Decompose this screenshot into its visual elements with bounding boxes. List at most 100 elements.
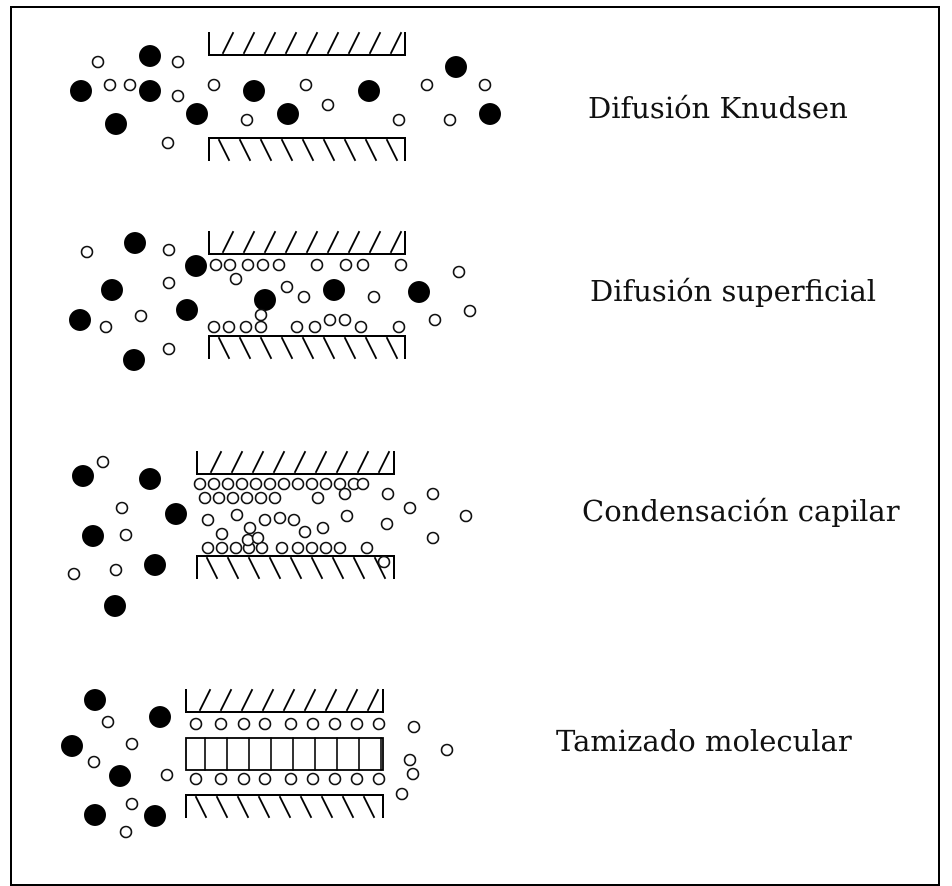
pore-wall-hatch xyxy=(310,556,324,580)
pore-wall-hatch xyxy=(322,138,336,162)
small-molecule-icon xyxy=(91,55,105,69)
small-molecule-icon xyxy=(420,78,434,92)
small-molecule-icon xyxy=(380,517,394,531)
small-molecule-icon xyxy=(291,477,305,491)
pore-wall-hatch xyxy=(221,31,235,55)
small-molecule-icon xyxy=(403,753,417,767)
small-molecule-icon xyxy=(115,501,129,515)
small-molecule-icon xyxy=(338,313,352,327)
small-molecule-icon xyxy=(299,78,313,92)
small-molecule-icon xyxy=(338,487,352,501)
small-molecule-icon xyxy=(284,717,298,731)
small-molecule-icon xyxy=(125,737,139,751)
pore-wall-hatch xyxy=(345,688,359,712)
large-molecule-icon xyxy=(82,525,104,547)
small-molecule-icon xyxy=(356,258,370,272)
label-condensacion-capilar: Condensación capilar xyxy=(582,494,900,528)
pore-wall-hatch xyxy=(268,556,282,580)
small-molecule-icon xyxy=(306,717,320,731)
pore-wall-hatch xyxy=(326,31,340,55)
small-molecule-icon xyxy=(237,772,251,786)
small-molecule-icon xyxy=(254,320,268,334)
pore-wall-hatch xyxy=(198,688,212,712)
pore-wall-hatch xyxy=(280,336,294,360)
small-molecule-icon xyxy=(119,528,133,542)
small-molecule-icon xyxy=(280,280,294,294)
small-molecule-icon xyxy=(381,487,395,501)
small-molecule-icon xyxy=(328,772,342,786)
small-molecule-icon xyxy=(339,258,353,272)
small-molecule-icon xyxy=(459,509,473,523)
small-molecule-icon xyxy=(215,541,229,555)
small-molecule-icon xyxy=(350,772,364,786)
pore-wall-hatch xyxy=(280,138,294,162)
small-molecule-icon xyxy=(189,717,203,731)
small-molecule-icon xyxy=(87,755,101,769)
small-molecule-icon xyxy=(123,78,137,92)
pore-wall-hatch xyxy=(322,336,336,360)
small-molecule-icon xyxy=(241,258,255,272)
small-molecule-icon xyxy=(201,513,215,527)
small-molecule-icon xyxy=(171,89,185,103)
pore-wall-hatch xyxy=(301,336,315,360)
pore-wall-hatch xyxy=(373,556,387,580)
large-molecule-icon xyxy=(254,289,276,311)
small-molecule-icon xyxy=(125,797,139,811)
pore-wall-hatch xyxy=(356,450,370,474)
pore-wall-hatch xyxy=(205,556,219,580)
small-molecule-icon xyxy=(240,113,254,127)
small-molecule-icon xyxy=(305,541,319,555)
large-molecule-icon xyxy=(186,103,208,125)
large-molecule-icon xyxy=(176,299,198,321)
pore-wall-hatch xyxy=(251,450,265,474)
small-molecule-icon xyxy=(394,258,408,272)
small-molecule-icon xyxy=(198,491,212,505)
small-molecule-icon xyxy=(478,78,492,92)
small-molecule-icon xyxy=(319,541,333,555)
pore-wall-hatch xyxy=(263,230,277,254)
pore-wall-hatch xyxy=(261,688,275,712)
pore-wall-hatch xyxy=(230,450,244,474)
small-molecule-icon xyxy=(272,258,286,272)
small-molecule-icon xyxy=(229,541,243,555)
large-molecule-icon xyxy=(61,735,83,757)
small-molecule-icon xyxy=(229,272,243,286)
small-molecule-icon xyxy=(310,258,324,272)
pore-wall-hatch xyxy=(347,230,361,254)
panel-superficial xyxy=(69,230,477,371)
small-molecule-icon xyxy=(290,320,304,334)
large-molecule-icon xyxy=(104,595,126,617)
small-molecule-icon xyxy=(354,320,368,334)
pore-wall-hatch xyxy=(320,795,334,819)
large-molecule-icon xyxy=(323,279,345,301)
small-molecule-icon xyxy=(101,715,115,729)
large-molecule-icon xyxy=(101,279,123,301)
pore-wall-hatch xyxy=(242,31,256,55)
pore-wall-hatch xyxy=(217,336,231,360)
pore-wall-hatch xyxy=(219,688,233,712)
large-molecule-icon xyxy=(358,80,380,102)
pore-wall-hatch xyxy=(242,230,256,254)
pore-wall-hatch xyxy=(282,688,296,712)
large-molecule-icon xyxy=(84,804,106,826)
large-molecule-icon xyxy=(144,554,166,576)
large-molecule-icon xyxy=(139,45,161,67)
small-molecule-icon xyxy=(119,825,133,839)
pore-wall-hatch xyxy=(221,230,235,254)
large-molecule-icon xyxy=(139,80,161,102)
pore-wall-hatch xyxy=(389,31,403,55)
small-molecule-icon xyxy=(287,513,301,527)
small-molecule-icon xyxy=(258,717,272,731)
small-molecule-icon xyxy=(350,717,364,731)
small-molecule-icon xyxy=(212,491,226,505)
large-molecule-icon xyxy=(243,80,265,102)
pore-wall-hatch xyxy=(368,230,382,254)
pore-wall-hatch xyxy=(301,138,315,162)
small-molecule-icon xyxy=(372,717,386,731)
small-molecule-icon xyxy=(214,717,228,731)
panel-knudsen xyxy=(70,31,501,162)
small-molecule-icon xyxy=(241,533,255,547)
pore-wall-hatch xyxy=(366,688,380,712)
large-molecule-icon xyxy=(479,103,501,125)
pore-wall-hatch xyxy=(305,31,319,55)
